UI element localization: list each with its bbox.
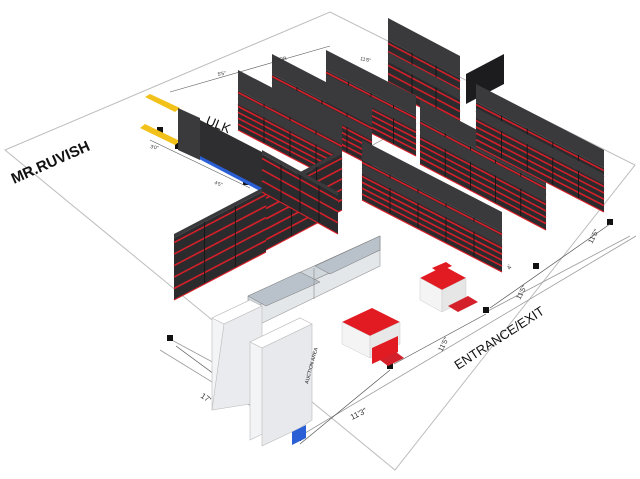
dimension-line-back (149, 139, 251, 189)
shelf-far-right-b (475, 108, 605, 213)
dimension-marker (533, 263, 539, 269)
checkout-counter-back (419, 262, 478, 313)
dimension-marker (387, 363, 393, 369)
dimension-marker (157, 127, 163, 133)
checkout-counter-front (341, 308, 404, 366)
dim-label-back-a: 5'5" (217, 71, 226, 78)
shelving-units (173, 18, 605, 301)
back-wall-panel (178, 108, 200, 160)
yellow-rack-top (145, 94, 180, 112)
dimension-line-top (169, 45, 331, 93)
dimension-marker (607, 219, 613, 225)
wall-shelf-back-left (261, 150, 339, 235)
dim-label-left: 17' (199, 391, 213, 405)
dim-label-right-b: 11'5" (588, 228, 601, 245)
shelf-right-tall (466, 54, 504, 104)
cold-room-right (249, 317, 313, 447)
cold-room-left (211, 299, 263, 411)
dimension-line-mid (393, 313, 487, 365)
dim-label-aisle: 4' (507, 264, 514, 271)
shelf-front-b (361, 164, 503, 273)
guide-line (299, 235, 637, 437)
dimension-line-right (489, 223, 611, 309)
door-label: DOOR (271, 56, 287, 64)
dim-label-back-b: 3'0" (150, 144, 160, 152)
dim-label-back-d: 11'6" (360, 56, 372, 64)
wall-shelf-left (173, 186, 267, 301)
dimension-line-front (299, 369, 391, 445)
freezer-unit (247, 235, 381, 331)
guide-line (485, 235, 631, 313)
back-wall-panel-2 (200, 120, 262, 188)
dim-label-back-c: 4'5" (213, 180, 223, 188)
dimension-marker (483, 307, 489, 313)
yellow-rack-bottom (140, 124, 180, 145)
shelf-right-b (419, 124, 547, 231)
dimension-marker (167, 335, 173, 341)
